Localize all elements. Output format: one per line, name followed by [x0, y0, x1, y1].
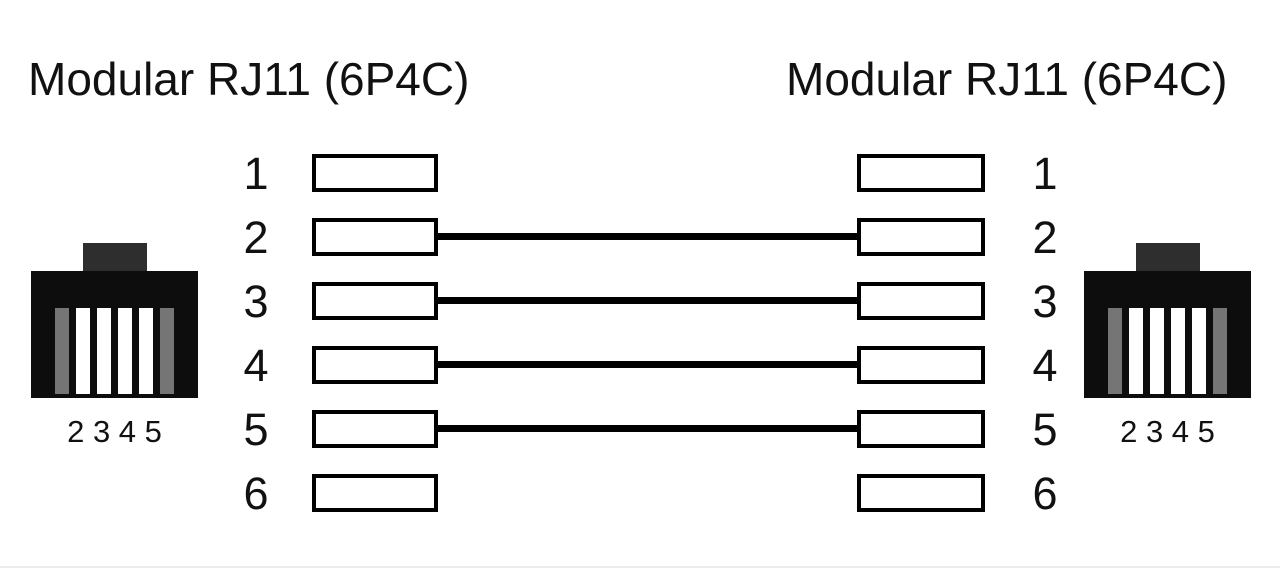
- jack-slot-pin4: [118, 308, 132, 394]
- right-pin-number-4: 4: [1032, 339, 1058, 391]
- right-connector-title: Modular RJ11 (6P4C): [786, 53, 1228, 105]
- left-pin-number-4: 4: [243, 339, 269, 391]
- left-pin-number-1: 1: [243, 147, 269, 199]
- left-pin-box-3: [312, 282, 438, 320]
- left-jack-contact-slots: [31, 308, 198, 394]
- left-pin-box-2: [312, 218, 438, 256]
- wire-pin-3: [430, 297, 867, 304]
- right-pin-box-2: [857, 218, 985, 256]
- right-jack-body-icon: [1084, 271, 1251, 398]
- right-pin-box-6: [857, 474, 985, 512]
- jack-slot-pin3: [1150, 308, 1164, 394]
- right-pin-box-4: [857, 346, 985, 384]
- wire-pin-4: [430, 361, 867, 368]
- jack-slot-pin6: [1213, 308, 1227, 394]
- wire-pin-5: [430, 425, 867, 432]
- jack-slot-pin1: [55, 308, 69, 394]
- left-pin-number-2: 2: [243, 211, 269, 263]
- right-jack-contact-slots: [1084, 308, 1251, 394]
- jack-slot-pin3: [97, 308, 111, 394]
- left-pin-box-4: [312, 346, 438, 384]
- right-pin-number-5: 5: [1032, 403, 1058, 455]
- right-pin-number-6: 6: [1032, 467, 1058, 519]
- right-pin-number-3: 3: [1032, 275, 1058, 327]
- right-pin-box-5: [857, 410, 985, 448]
- jack-slot-pin2: [76, 308, 90, 394]
- right-jack-pin-label: 2 3 4 5: [1120, 414, 1215, 449]
- jack-slot-pin6: [160, 308, 174, 394]
- left-connector-title: Modular RJ11 (6P4C): [28, 53, 470, 105]
- left-pin-number-3: 3: [243, 275, 269, 327]
- left-pin-box-6: [312, 474, 438, 512]
- right-pin-number-1: 1: [1032, 147, 1058, 199]
- left-pin-number-6: 6: [243, 467, 269, 519]
- jack-slot-pin5: [1192, 308, 1206, 394]
- wire-pin-2: [430, 233, 867, 240]
- jack-slot-pin2: [1129, 308, 1143, 394]
- right-pin-number-2: 2: [1032, 211, 1058, 263]
- bottom-edge-line: [0, 566, 1280, 568]
- right-pin-box-1: [857, 154, 985, 192]
- left-pin-number-5: 5: [243, 403, 269, 455]
- right-pin-box-3: [857, 282, 985, 320]
- left-pin-box-1: [312, 154, 438, 192]
- left-jack-pin-label: 2 3 4 5: [67, 414, 162, 449]
- left-pin-box-5: [312, 410, 438, 448]
- jack-slot-pin4: [1171, 308, 1185, 394]
- jack-slot-pin5: [139, 308, 153, 394]
- jack-slot-pin1: [1108, 308, 1122, 394]
- left-jack-body-icon: [31, 271, 198, 398]
- left-jack-clip-tab-icon: [83, 243, 147, 276]
- right-jack-clip-tab-icon: [1136, 243, 1200, 276]
